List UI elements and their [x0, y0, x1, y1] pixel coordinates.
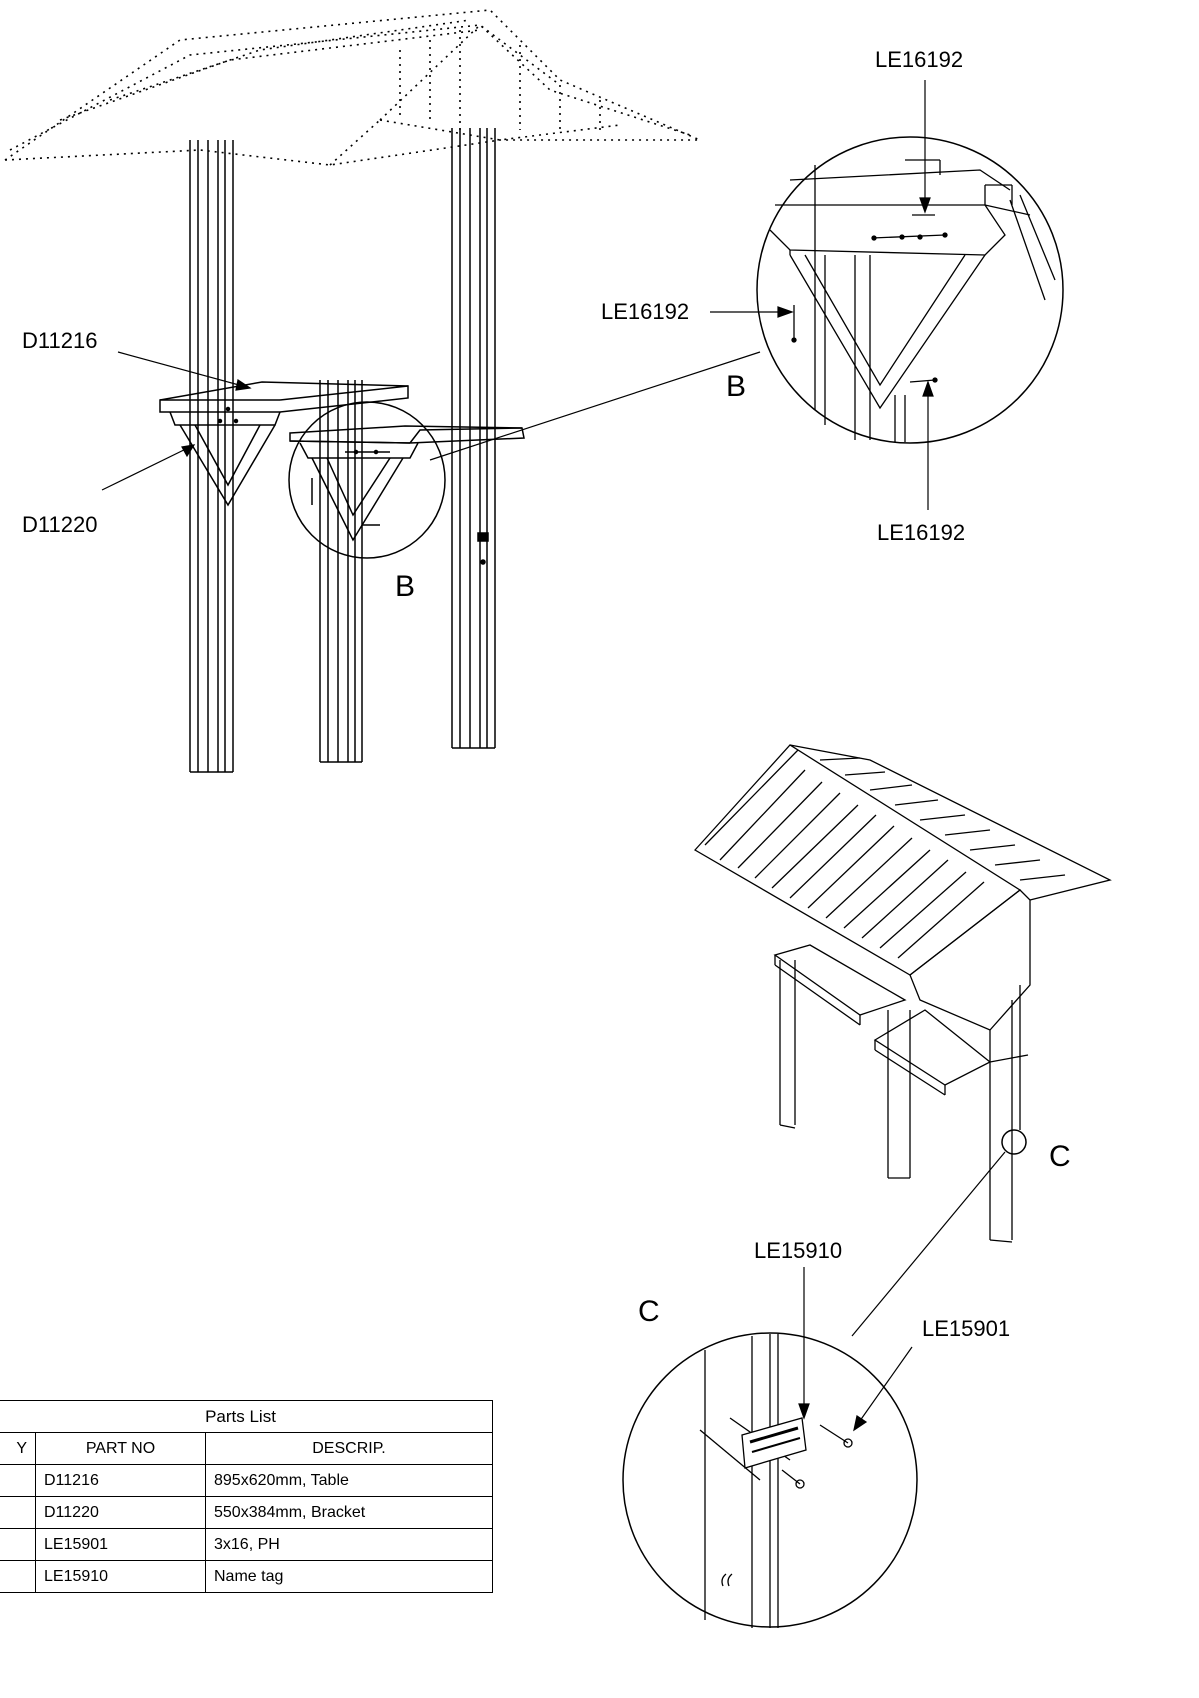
part-no-cell: D11216 — [35, 1464, 206, 1497]
left-table — [159, 381, 409, 426]
middle-post — [319, 380, 363, 763]
callout-c-detail: C — [638, 1295, 660, 1328]
main-leaders — [101, 351, 761, 491]
callout-le15910: LE15910 — [754, 1238, 843, 1263]
header-descrip: DESCRIP. — [205, 1432, 493, 1465]
detail-c-circle — [1001, 1129, 1027, 1155]
right-table — [289, 425, 525, 459]
descrip-cell: Name tag — [205, 1560, 493, 1593]
descrip-cell: 895x620mm, Table — [205, 1464, 493, 1497]
table-row: D11216 895x620mm, Table — [0, 1464, 493, 1497]
callout-c-main: C — [1049, 1140, 1071, 1173]
callout-le15901: LE15901 — [922, 1316, 1011, 1341]
parts-list-table: Parts List Y PART NO DESCRIP. D11216 895… — [0, 1400, 493, 1593]
header-part-no: PART NO — [35, 1432, 206, 1465]
dotted-roof — [4, 9, 701, 166]
left-bracket — [179, 424, 276, 507]
part-no-cell: LE15910 — [35, 1560, 206, 1593]
descrip-cell: 550x384mm, Bracket — [205, 1496, 493, 1529]
callout-le16192-top: LE16192 — [875, 47, 964, 72]
table-row: D11220 550x384mm, Bracket — [0, 1496, 493, 1529]
table-row: LE15901 3x16, PH — [0, 1528, 493, 1561]
detail-b — [710, 80, 1064, 510]
callout-b-detail: B — [726, 370, 747, 403]
callout-b-main: B — [395, 570, 416, 603]
table-row: LE15910 Name tag — [0, 1560, 493, 1593]
descrip-cell: 3x16, PH — [205, 1528, 493, 1561]
right-post — [451, 128, 496, 749]
header-qty: Y — [0, 1432, 36, 1465]
callout-d11216: D11216 — [22, 328, 98, 353]
callout-le16192-bottom: LE16192 — [877, 520, 966, 545]
detail-c-leader — [851, 1151, 1006, 1337]
parts-list-title: Parts List — [0, 1400, 493, 1433]
detail-c — [622, 1267, 918, 1628]
callout-d11220: D11220 — [22, 512, 98, 537]
detail-b-circle — [288, 401, 446, 559]
callout-le16192-left: LE16192 — [601, 299, 690, 324]
shelter-overview — [693, 744, 1112, 1243]
part-no-cell: LE15901 — [35, 1528, 206, 1561]
part-no-cell: D11220 — [35, 1496, 206, 1529]
right-bracket — [311, 457, 404, 542]
